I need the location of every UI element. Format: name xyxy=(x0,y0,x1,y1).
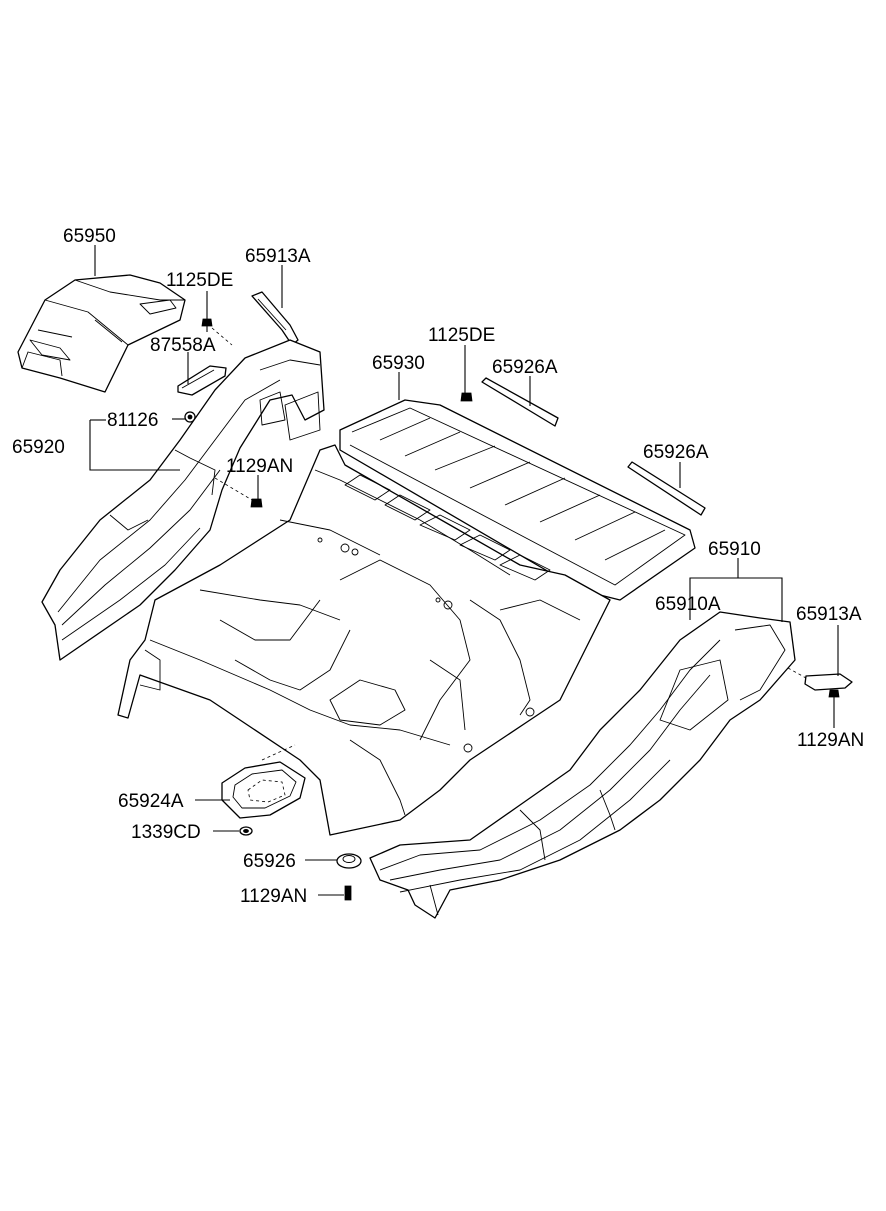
part-65926A-strip-lower xyxy=(627,461,706,516)
label-65913A-top: 65913A xyxy=(245,246,311,267)
label-65920: 65920 xyxy=(12,437,65,458)
part-65930-rear-floor-panel xyxy=(339,399,696,601)
part-65910-right-side-member xyxy=(369,611,796,919)
label-65924A: 65924A xyxy=(118,791,184,812)
part-65950-cover-panel xyxy=(17,274,186,393)
label-1125DE-center: 1125DE xyxy=(428,325,495,346)
part-65913A-bracket-right xyxy=(787,667,853,691)
label-1129AN-right: 1129AN xyxy=(797,730,864,751)
bolt-1125DE-center xyxy=(460,392,473,402)
part-65926A-strip-upper xyxy=(481,377,559,427)
label-65913A-right: 65913A xyxy=(796,604,862,625)
part-65913A-bracket-left xyxy=(251,291,299,346)
label-65926A-lower: 65926A xyxy=(643,442,709,463)
bolt-1125DE-left xyxy=(201,318,233,346)
label-65950: 65950 xyxy=(63,226,116,247)
label-1339CD: 1339CD xyxy=(131,822,201,843)
label-65910: 65910 xyxy=(708,539,761,560)
part-65926-grommet xyxy=(336,853,362,869)
nut-1339CD xyxy=(239,826,253,836)
label-65930: 65930 xyxy=(372,353,425,374)
label-1129AN-bottom: 1129AN xyxy=(240,886,307,907)
label-65910A: 65910A xyxy=(655,594,721,615)
bolt-1129AN-bottom xyxy=(344,885,352,901)
bolt-1129AN-left xyxy=(214,477,263,508)
nut-81126 xyxy=(184,411,196,423)
part-65920-left-side-member xyxy=(41,339,325,661)
label-1129AN-left: 1129AN xyxy=(226,456,293,477)
label-1125DE-left: 1125DE xyxy=(166,270,233,291)
label-65926: 65926 xyxy=(243,851,296,872)
part-65924A-cover-plate xyxy=(221,744,306,819)
part-main-floor-pan xyxy=(117,444,611,836)
part-labels: 65950 1125DE 65913A 87558A 81126 65920 1… xyxy=(12,226,864,907)
label-81126: 81126 xyxy=(107,410,158,431)
leader-lines xyxy=(89,245,839,896)
label-65926A-upper: 65926A xyxy=(492,357,558,378)
part-87558A-bracket xyxy=(177,365,227,396)
label-87558A: 87558A xyxy=(150,335,216,356)
bolt-1129AN-right xyxy=(828,689,840,698)
